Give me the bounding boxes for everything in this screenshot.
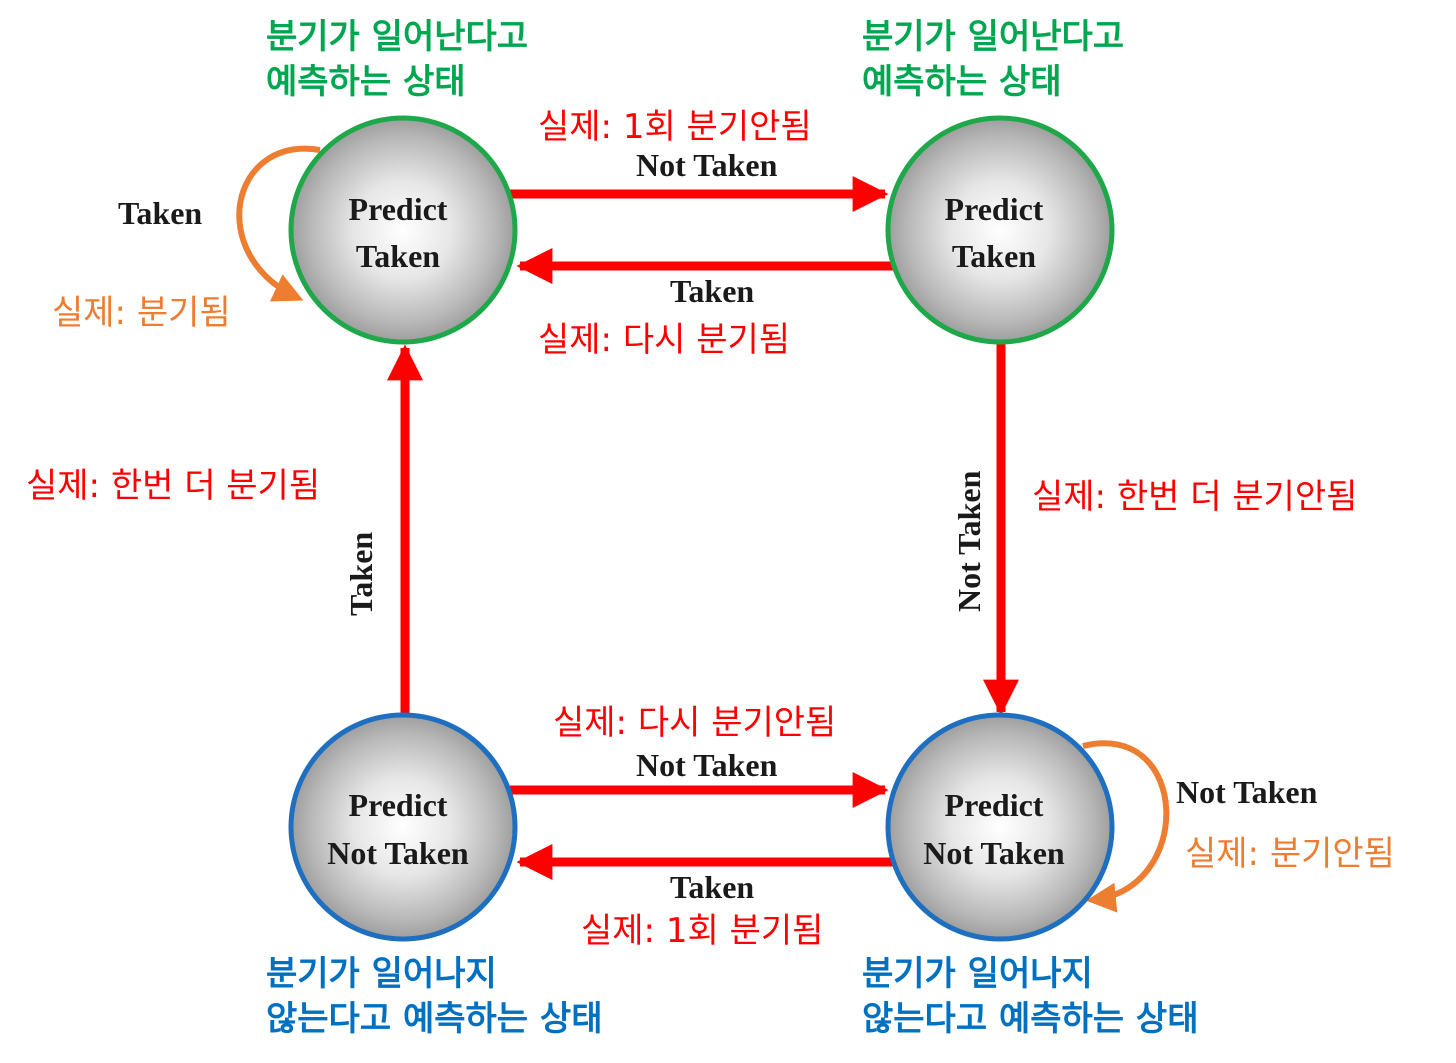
state-desc-bl-1: 분기가 일어나지 [266, 954, 497, 994]
state-line2: Not Taken [923, 835, 1065, 871]
label-br-self: Not Taken [1176, 774, 1318, 810]
state-line1: Predict [945, 787, 1044, 823]
state-circle [885, 115, 1115, 345]
state-desc-tr-2: 예측하는 상태 [862, 62, 1062, 102]
state-line2: Not Taken [327, 835, 469, 871]
kr-label-br-self: 실제: 분기안됨 [1185, 834, 1395, 874]
kr-label-tr-to-tl: 실제: 다시 분기됨 [538, 320, 790, 360]
state-desc-br-1: 분기가 일어나지 [862, 954, 1093, 994]
state-line1: Predict [349, 787, 448, 823]
label-bl-to-tl: Taken [343, 532, 379, 616]
state-circle [288, 712, 518, 942]
state-bottom-right: Predict Not Taken [885, 712, 1115, 942]
state-desc-tl-2: 예측하는 상태 [266, 62, 466, 102]
state-line1: Predict [349, 191, 448, 227]
state-desc-br-2: 않는다고 예측하는 상태 [862, 999, 1198, 1039]
state-desc-tl-1: 분기가 일어난다고 [266, 17, 528, 57]
state-bottom-left: Predict Not Taken [288, 712, 518, 942]
state-desc-tr-1: 분기가 일어난다고 [862, 17, 1124, 57]
state-top-right: Predict Taken [885, 115, 1115, 345]
state-desc-bl-2: 않는다고 예측하는 상태 [266, 999, 602, 1039]
label-tr-to-br: Not Taken [951, 470, 987, 612]
kr-label-bl-to-br: 실제: 다시 분기안됨 [553, 703, 836, 743]
state-line1: Predict [945, 191, 1044, 227]
state-top-left: Predict Taken [288, 115, 518, 345]
state-circle [288, 115, 518, 345]
self-loop-br [1082, 740, 1170, 913]
kr-label-tr-to-br: 실제: 한번 더 분기안됨 [1032, 477, 1357, 517]
kr-label-br-to-bl: 실제: 1회 분기됨 [581, 911, 823, 951]
kr-label-tl-to-tr: 실제: 1회 분기안됨 [538, 107, 812, 147]
label-bl-to-br: Not Taken [636, 747, 778, 783]
label-tl-to-tr: Not Taken [636, 147, 778, 183]
kr-label-tl-self: 실제: 분기됨 [52, 293, 231, 333]
label-tr-to-tl: Taken [670, 273, 754, 309]
state-circle [885, 712, 1115, 942]
label-tl-self: Taken [118, 195, 202, 231]
self-loop-tl [236, 145, 321, 302]
label-br-to-bl: Taken [670, 869, 754, 905]
kr-label-bl-to-tl: 실제: 한번 더 분기됨 [26, 466, 320, 506]
state-line2: Taken [952, 238, 1036, 274]
state-line2: Taken [356, 238, 440, 274]
